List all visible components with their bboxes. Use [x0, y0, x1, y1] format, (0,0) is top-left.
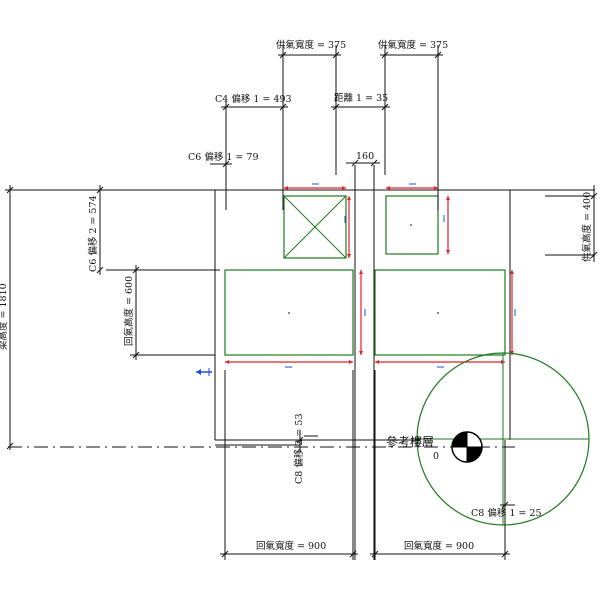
dim-c6-offset-1[interactable]	[210, 158, 232, 172]
grip-arrow-heads[interactable]	[225, 186, 514, 364]
dim-c8-offset-1[interactable]	[500, 440, 515, 540]
dim-return-width-2[interactable]	[370, 370, 510, 560]
dim-supply-width-1-label: 供氣寬度 = 375	[276, 39, 346, 51]
dim-distance-1[interactable]	[331, 103, 390, 111]
reference-level-name[interactable]: 參考樓層	[386, 434, 434, 449]
return-duct-right[interactable]	[374, 269, 506, 356]
level-head[interactable]	[416, 352, 590, 526]
supply-duct-left[interactable]	[283, 195, 347, 259]
grip-tags[interactable]	[285, 183, 516, 368]
dim-return-height[interactable]	[132, 265, 140, 360]
dim-c6-offset-1-label: C6 偏移 1 = 79	[188, 151, 259, 163]
dim-c8-offset-1-label: C8 偏移 1 = 25	[471, 507, 542, 519]
dim-gap[interactable]	[346, 159, 380, 167]
dim-c8-offset-2-label: C8 偏移 2 = 53	[293, 414, 305, 485]
dim-supply-height-label: 供氣高度 = 400	[581, 192, 593, 262]
duct-center-marks	[288, 224, 439, 314]
dim-return-height-label: 回氣高度 = 600	[123, 276, 135, 346]
return-duct-left[interactable]	[224, 269, 354, 356]
dim-c4-offset-1[interactable]	[221, 100, 288, 210]
flip-arrow-icon[interactable]	[196, 368, 212, 376]
dim-return-width-1-label: 回氣寬度 = 900	[256, 540, 326, 552]
reference-level-elevation[interactable]: 0	[433, 451, 439, 462]
dim-gap-label: 160	[356, 151, 374, 162]
supply-duct-right[interactable]	[385, 195, 439, 255]
level-head-icon[interactable]	[451, 431, 483, 463]
dim-c4-offset-1-label: C4 偏移 1 = 493	[215, 93, 292, 105]
dim-total-height-label: 梁高度 = 1810	[0, 283, 9, 350]
dim-supply-height[interactable]	[590, 185, 598, 262]
dim-c6-offset-2-label: C6 偏移 2 = 574	[87, 195, 99, 272]
dim-supply-width-2-label: 供氣寬度 = 375	[378, 39, 448, 51]
selection-grips[interactable]	[225, 187, 513, 363]
dim-supply-width-1[interactable]	[278, 45, 341, 210]
section-outline	[106, 189, 595, 446]
dim-distance-1-label: 距離 1 = 35	[334, 92, 388, 104]
dim-return-width-2-label: 回氣寬度 = 900	[404, 540, 474, 552]
dim-total-height[interactable]	[5, 185, 160, 450]
center-gap-lines	[354, 165, 375, 560]
dim-c8-offset-2[interactable]	[296, 430, 318, 452]
dim-supply-width-2[interactable]	[380, 45, 443, 210]
dim-return-width-1[interactable]	[220, 370, 358, 560]
